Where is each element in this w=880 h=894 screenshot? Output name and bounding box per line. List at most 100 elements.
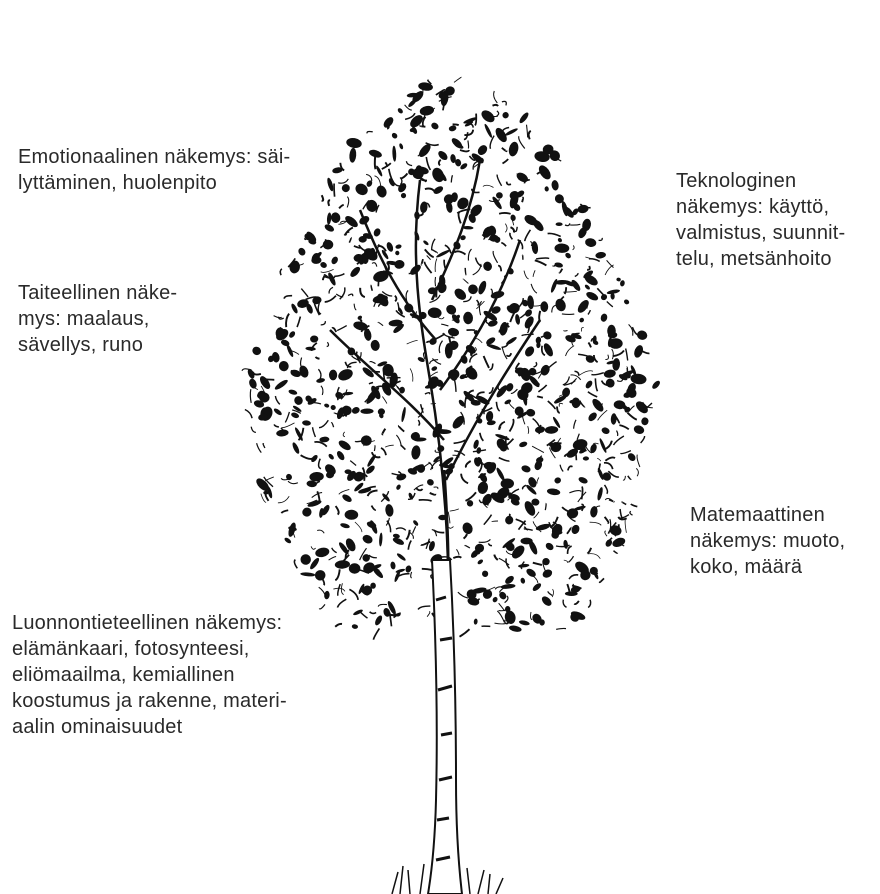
leaf-blot <box>395 568 405 574</box>
leaf-blot <box>587 411 599 423</box>
twig-stroke <box>587 266 590 270</box>
twig-stroke <box>366 174 372 181</box>
twig-stroke <box>457 549 459 555</box>
leaf-blot <box>328 453 335 461</box>
leaf-blot <box>525 567 537 578</box>
twig-stroke <box>321 386 323 395</box>
twig-stroke <box>564 560 568 563</box>
twig-stroke <box>491 289 493 294</box>
twig-stroke <box>475 339 482 343</box>
twig-stroke <box>375 176 381 186</box>
leaf-blot <box>445 343 453 358</box>
twig-stroke <box>349 589 358 600</box>
twig-stroke <box>509 402 514 409</box>
leaf-blot <box>385 504 395 518</box>
twig-stroke <box>253 372 261 375</box>
twig-stroke <box>517 298 523 309</box>
twig-stroke <box>385 445 394 447</box>
leaf-blot <box>310 335 318 342</box>
twig-stroke <box>432 250 437 254</box>
twig-stroke <box>355 522 362 532</box>
twig-stroke <box>589 259 600 262</box>
twig-stroke <box>425 393 430 395</box>
twig-stroke <box>582 487 583 500</box>
twig-stroke <box>605 457 615 460</box>
twig-stroke <box>435 259 437 272</box>
twig-stroke <box>567 527 571 533</box>
twig-stroke <box>382 429 385 435</box>
leaf-blot <box>504 574 516 585</box>
twig-stroke <box>369 555 377 558</box>
leaf-blot <box>351 406 361 415</box>
twig-stroke <box>374 628 380 639</box>
leaf-blot <box>518 620 530 627</box>
twig-stroke <box>566 346 575 356</box>
twig-stroke <box>334 274 344 277</box>
twig-stroke <box>466 492 477 501</box>
leaf-blot <box>596 487 603 501</box>
twig-stroke <box>455 380 457 392</box>
twig-stroke <box>538 385 546 392</box>
leaf-blot <box>501 111 510 120</box>
twig-stroke <box>375 156 376 170</box>
leaf-blot <box>578 476 589 485</box>
twig-stroke <box>498 266 501 272</box>
twig-stroke <box>280 269 282 275</box>
twig-stroke <box>534 362 537 367</box>
twig-stroke <box>426 157 430 170</box>
twig-stroke <box>588 343 591 348</box>
leaf-blot <box>452 286 468 302</box>
twig-stroke <box>562 314 574 315</box>
tree-trunk <box>428 470 462 894</box>
leaf-blot <box>626 452 637 463</box>
leaf-blot <box>482 570 489 577</box>
leaf-blot <box>273 407 283 416</box>
twig-stroke <box>568 546 572 554</box>
leaf-blot <box>385 241 394 252</box>
leaf-blot <box>544 541 555 551</box>
leaf-blot <box>361 533 374 545</box>
twig-stroke <box>488 543 492 545</box>
leaf-blot <box>390 561 396 569</box>
twig-stroke <box>374 446 375 451</box>
leaf-blot <box>633 424 646 436</box>
twig-stroke <box>422 259 423 265</box>
twig-stroke <box>618 515 629 518</box>
twig-stroke <box>465 268 466 275</box>
leaf-blot <box>309 472 324 482</box>
twig-stroke <box>343 432 345 437</box>
twig-stroke <box>406 161 412 165</box>
twig-stroke <box>612 349 614 359</box>
leaf-blot <box>431 365 438 371</box>
twig-stroke <box>297 317 300 328</box>
leaf-blot <box>578 317 584 324</box>
twig-stroke <box>319 459 321 469</box>
twig-stroke <box>580 371 593 375</box>
leaf-blot <box>399 143 404 150</box>
leaf-blot <box>577 204 590 214</box>
twig-stroke <box>614 551 618 553</box>
leaf-blot <box>411 445 422 460</box>
leaf-blot <box>570 524 581 536</box>
leaf-blot <box>527 295 535 310</box>
twig-stroke <box>620 509 622 518</box>
twig-stroke <box>614 436 624 445</box>
leaf-blot <box>461 521 475 536</box>
twig-stroke <box>490 136 494 149</box>
twig-stroke <box>598 410 608 420</box>
twig-stroke <box>564 330 568 331</box>
twig-stroke <box>525 230 531 241</box>
twig-stroke <box>464 130 473 135</box>
twig-stroke <box>522 255 523 259</box>
leaf-blot <box>400 193 406 199</box>
twig-stroke <box>494 91 498 103</box>
leaf-blot <box>274 378 289 391</box>
twig-stroke <box>557 407 560 413</box>
twig-stroke <box>577 434 579 440</box>
leaf-blot <box>448 125 457 132</box>
leaf-blot <box>375 165 383 177</box>
twig-stroke <box>545 503 546 510</box>
twig-stroke <box>581 328 583 332</box>
leaf-blot <box>518 441 528 448</box>
